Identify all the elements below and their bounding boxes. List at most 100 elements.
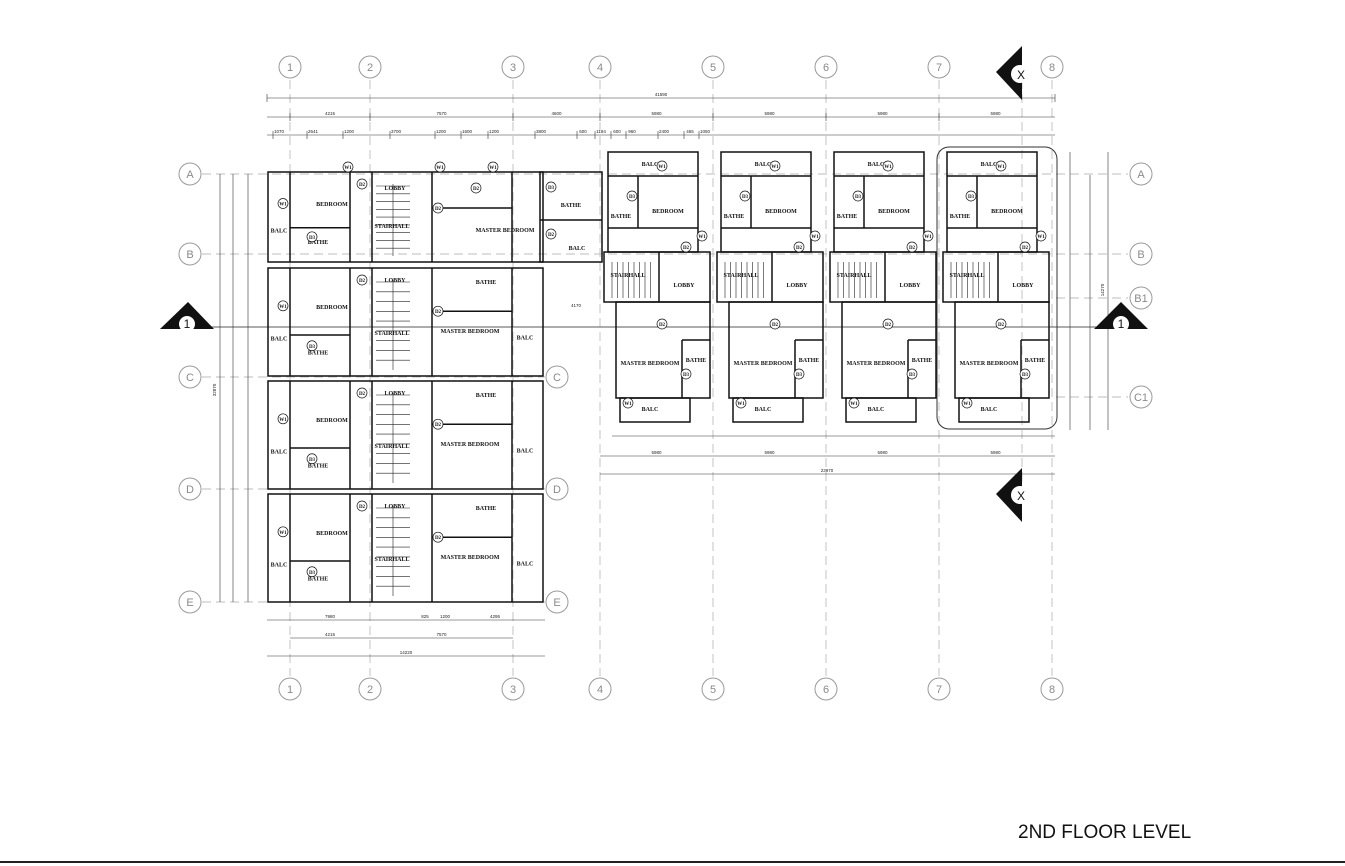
right-block-bay-dim: 5980: [877, 450, 888, 455]
balcony-outline: [845, 397, 917, 423]
top-bay-dim: 4215: [325, 111, 336, 116]
room-master-bedroom: MASTER BEDROOM: [441, 555, 500, 561]
door-tag-label: D3: [855, 195, 862, 200]
grid-bubble-bottom-3: 3: [501, 677, 525, 701]
room-lobby: LOBBY: [1012, 283, 1034, 289]
door-tag: D2: [432, 305, 444, 317]
room-bathe: BATHE: [561, 203, 582, 209]
grid-bubble-top-7-label: 7: [936, 62, 942, 74]
room-balc: BALC: [981, 162, 998, 168]
room-lobby: LOBBY: [384, 391, 406, 397]
top-bay-dim: 7570: [436, 111, 447, 116]
drawing-title: 2ND FLOOR LEVEL: [1018, 822, 1192, 843]
door-tag: D3: [545, 181, 557, 193]
grid-bubble-top-4-label: 4: [597, 62, 603, 74]
svg-text:X: X: [1017, 68, 1025, 82]
room-stairhall: STAIRHALL: [375, 224, 410, 230]
room-lobby: LOBBY: [384, 278, 406, 284]
detail-dim: 1070: [274, 129, 285, 134]
door-tag: D3: [906, 368, 918, 380]
grid-bubble-bottom-1: 1: [278, 677, 302, 701]
grid-bubble-bottom-2: 2: [358, 677, 382, 701]
room-master-bedroom: MASTER BEDROOM: [960, 361, 1019, 367]
room-lobby: LOBBY: [786, 283, 808, 289]
door-tag: W1: [622, 397, 634, 409]
room-bathe: BATHE: [308, 350, 329, 356]
room-bathe: BATHE: [308, 463, 329, 469]
room-bathe: BATHE: [611, 214, 632, 220]
door-tag: W1: [735, 397, 747, 409]
door-tag: W1: [342, 161, 354, 173]
door-tag: D3: [306, 453, 318, 465]
door-tag: W1: [922, 230, 934, 242]
grid-bubble-top-3-label: 3: [510, 62, 516, 74]
door-tag-label: D2: [683, 246, 690, 251]
room-lobby: LOBBY: [899, 283, 921, 289]
room-master-bedroom: MASTER BEDROOM: [734, 361, 793, 367]
door-tag: D2: [356, 500, 368, 512]
room-balc: BALC: [755, 162, 772, 168]
unit-outline: [267, 493, 544, 603]
detail-dim: 600: [613, 129, 621, 134]
door-tag: W1: [277, 300, 289, 312]
room-master-bedroom: MASTER BEDROOM: [476, 228, 535, 234]
door-tag: W1: [995, 160, 1007, 172]
door-tag-label: W1: [1037, 235, 1045, 240]
door-tag: D3: [306, 340, 318, 352]
door-tag: W1: [656, 160, 668, 172]
dimension-lines: 41590 14270 32870 14220 23970 4170: [212, 92, 1109, 657]
grid-bubble-left-A: A: [178, 162, 202, 186]
door-tag: W1: [434, 161, 446, 173]
door-tag-label: W1: [344, 166, 352, 171]
door-tag: D3: [793, 368, 805, 380]
grid-bubble-top-1: 1: [278, 55, 302, 79]
door-tag-label: D3: [309, 345, 316, 350]
door-tag: D2: [793, 241, 805, 253]
title-rule: [0, 861, 1345, 863]
grid-bubble-mid-C: C: [545, 365, 569, 389]
door-tag: D2: [432, 418, 444, 430]
grid-bubble-mid-E-label: E: [553, 597, 560, 609]
door-tag-label: D2: [548, 233, 555, 238]
detail-dim: 465: [686, 129, 694, 134]
unit-outline: [267, 380, 544, 490]
door-tag-label: W1: [489, 166, 497, 171]
room-bathe: BATHE: [308, 576, 329, 582]
door-tag: D2: [680, 241, 692, 253]
room-master-bedroom: MASTER BEDROOM: [621, 361, 680, 367]
door-tag-label: D2: [435, 310, 442, 315]
door-tag: D2: [1019, 241, 1031, 253]
room-balc: BALC: [868, 407, 885, 413]
door-tag: D2: [906, 241, 918, 253]
grid-bubble-right-C1-label: C1: [1134, 392, 1148, 404]
door-tag: W1: [696, 230, 708, 242]
door-tag: D3: [306, 231, 318, 243]
grid-bubble-left-C-label: C: [186, 372, 194, 384]
detail-dim: 600: [579, 129, 587, 134]
grid-bubble-top-1-label: 1: [287, 62, 293, 74]
door-tag: D3: [739, 190, 751, 202]
grid-bubble-bottom-6: 6: [814, 677, 838, 701]
svg-text:X: X: [1017, 489, 1025, 503]
room-bathe: BATHE: [724, 214, 745, 220]
grid-bubble-right-A: A: [1129, 162, 1153, 186]
door-tag-label: D2: [1022, 246, 1029, 251]
room-stairhall: STAIRHALL: [375, 557, 410, 563]
section-mark-x-top: X: [996, 46, 1029, 100]
bottom-bay-dim: 4215: [325, 632, 336, 637]
highlight-outline: [936, 146, 1058, 430]
room-bathe: BATHE: [476, 506, 497, 512]
grid-bubble-bottom-7-label: 7: [936, 684, 942, 696]
room-bedroom: BEDROOM: [991, 209, 1023, 215]
door-tag-label: D2: [359, 279, 366, 284]
room-master-bedroom: MASTER BEDROOM: [441, 442, 500, 448]
room-stairhall: STAIRHALL: [375, 444, 410, 450]
door-tag: W1: [277, 413, 289, 425]
room-bedroom: BEDROOM: [878, 209, 910, 215]
door-tag-label: D3: [309, 236, 316, 241]
room-bedroom: BEDROOM: [316, 202, 348, 208]
